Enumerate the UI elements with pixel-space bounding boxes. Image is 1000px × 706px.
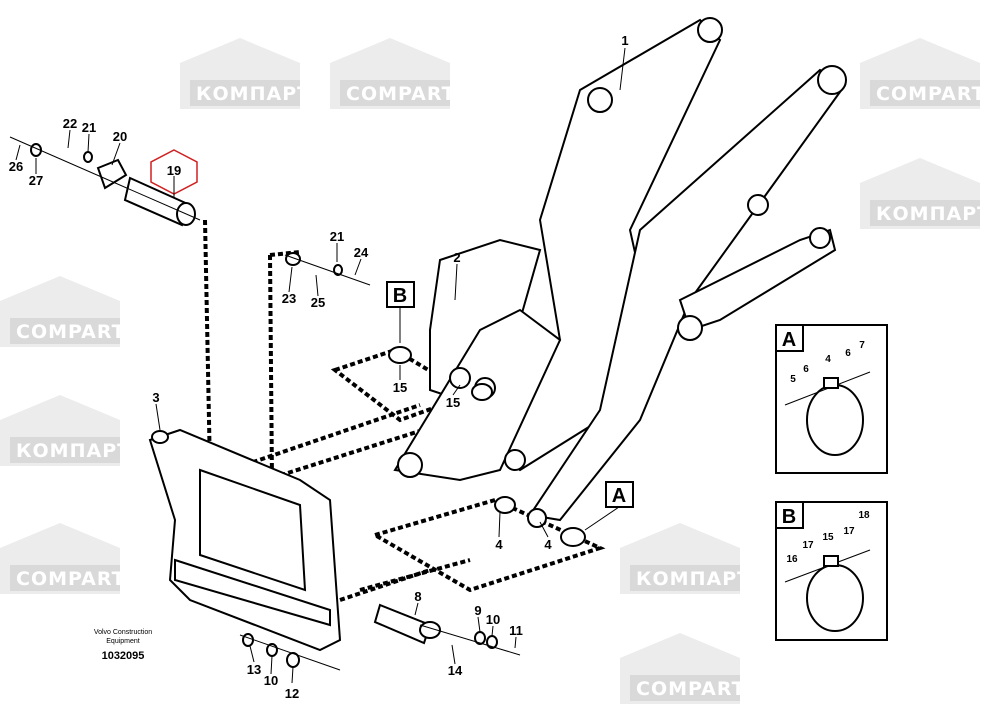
drawing-number: 1032095 (102, 650, 145, 662)
detail-marker-a[interactable]: A (584, 481, 634, 531)
callout: 24 (354, 245, 369, 260)
callout: 3 (152, 390, 159, 405)
callout: 22 (63, 116, 77, 131)
callout: 13 (247, 662, 261, 677)
callout: 15 (822, 532, 834, 543)
inset-detail-a: A 5 6 4 6 7 (775, 324, 888, 474)
watermark-text: COMPART (876, 83, 986, 105)
callout: 4 (825, 354, 831, 365)
watermark-text: COMPART (346, 83, 456, 105)
callout-labels: 1 2 3 4 4 15 15 19 20 21 22 26 27 21 24 … (9, 33, 629, 701)
callout: 21 (330, 229, 344, 244)
callout: 10 (264, 673, 278, 688)
detail-marker-b[interactable]: B (386, 281, 415, 343)
attachment-frame (148, 428, 342, 652)
watermark-box (630, 675, 740, 701)
callout: 10 (486, 612, 500, 627)
watermark-text: COMPART (636, 678, 746, 700)
watermark-box (630, 565, 740, 591)
inset-detail-b: B 16 17 15 17 18 (775, 501, 888, 641)
callout: 1 (621, 33, 628, 48)
callout: 26 (9, 159, 23, 174)
watermark-box (190, 80, 300, 106)
callout: 15 (446, 395, 460, 410)
watermark-text: COMPART (16, 321, 126, 343)
callout: 7 (859, 340, 865, 351)
callout: 17 (843, 526, 855, 537)
callout: 9 (474, 603, 481, 618)
callout: 21 (82, 120, 96, 135)
callout: 6 (845, 348, 851, 359)
manufacturer-line1: Volvo Construction (94, 629, 152, 636)
callout: 23 (282, 291, 296, 306)
watermark-box (340, 80, 450, 106)
pin-parts (9, 136, 586, 671)
callout: 5 (790, 374, 796, 385)
callout: 4 (544, 537, 552, 552)
callout: 2 (453, 250, 460, 265)
marker-letter: A (612, 485, 626, 507)
callout: 15 (393, 380, 407, 395)
watermark-text: КОМПАРТ (876, 203, 991, 225)
watermark-box (870, 200, 980, 226)
callout: 20 (113, 129, 127, 144)
watermark-text: COMPART (16, 568, 126, 590)
watermark-text: КОМПАРТ (16, 440, 131, 462)
marker-letter: B (393, 285, 407, 307)
watermark-text: КОМПАРТ (196, 83, 311, 105)
inset-title: A (782, 329, 796, 351)
callout: 25 (311, 295, 325, 310)
manufacturer-line2: Equipment (106, 638, 140, 645)
callout: 4 (495, 537, 503, 552)
callout: 19 (167, 163, 181, 178)
watermark-box (10, 437, 120, 463)
callout: 27 (29, 173, 43, 188)
callout: 18 (858, 510, 870, 521)
inset-title: B (782, 506, 796, 528)
callout: 8 (414, 589, 421, 604)
callout: 6 (803, 364, 809, 375)
watermark-box (10, 318, 120, 344)
watermark-box (870, 80, 980, 106)
watermark-layer: КОМПАРТ COMPART COMPART КОМПАРТ COMPART КОМПА… (0, 38, 991, 704)
callout: 16 (786, 554, 798, 565)
watermark-box (10, 565, 120, 591)
watermark-text: КОМПАРТ (636, 568, 751, 590)
callout: 12 (285, 686, 299, 701)
leader-lines (15, 47, 626, 684)
callout: 11 (509, 623, 523, 638)
callout: 17 (802, 540, 814, 551)
callout: 14 (448, 663, 463, 678)
